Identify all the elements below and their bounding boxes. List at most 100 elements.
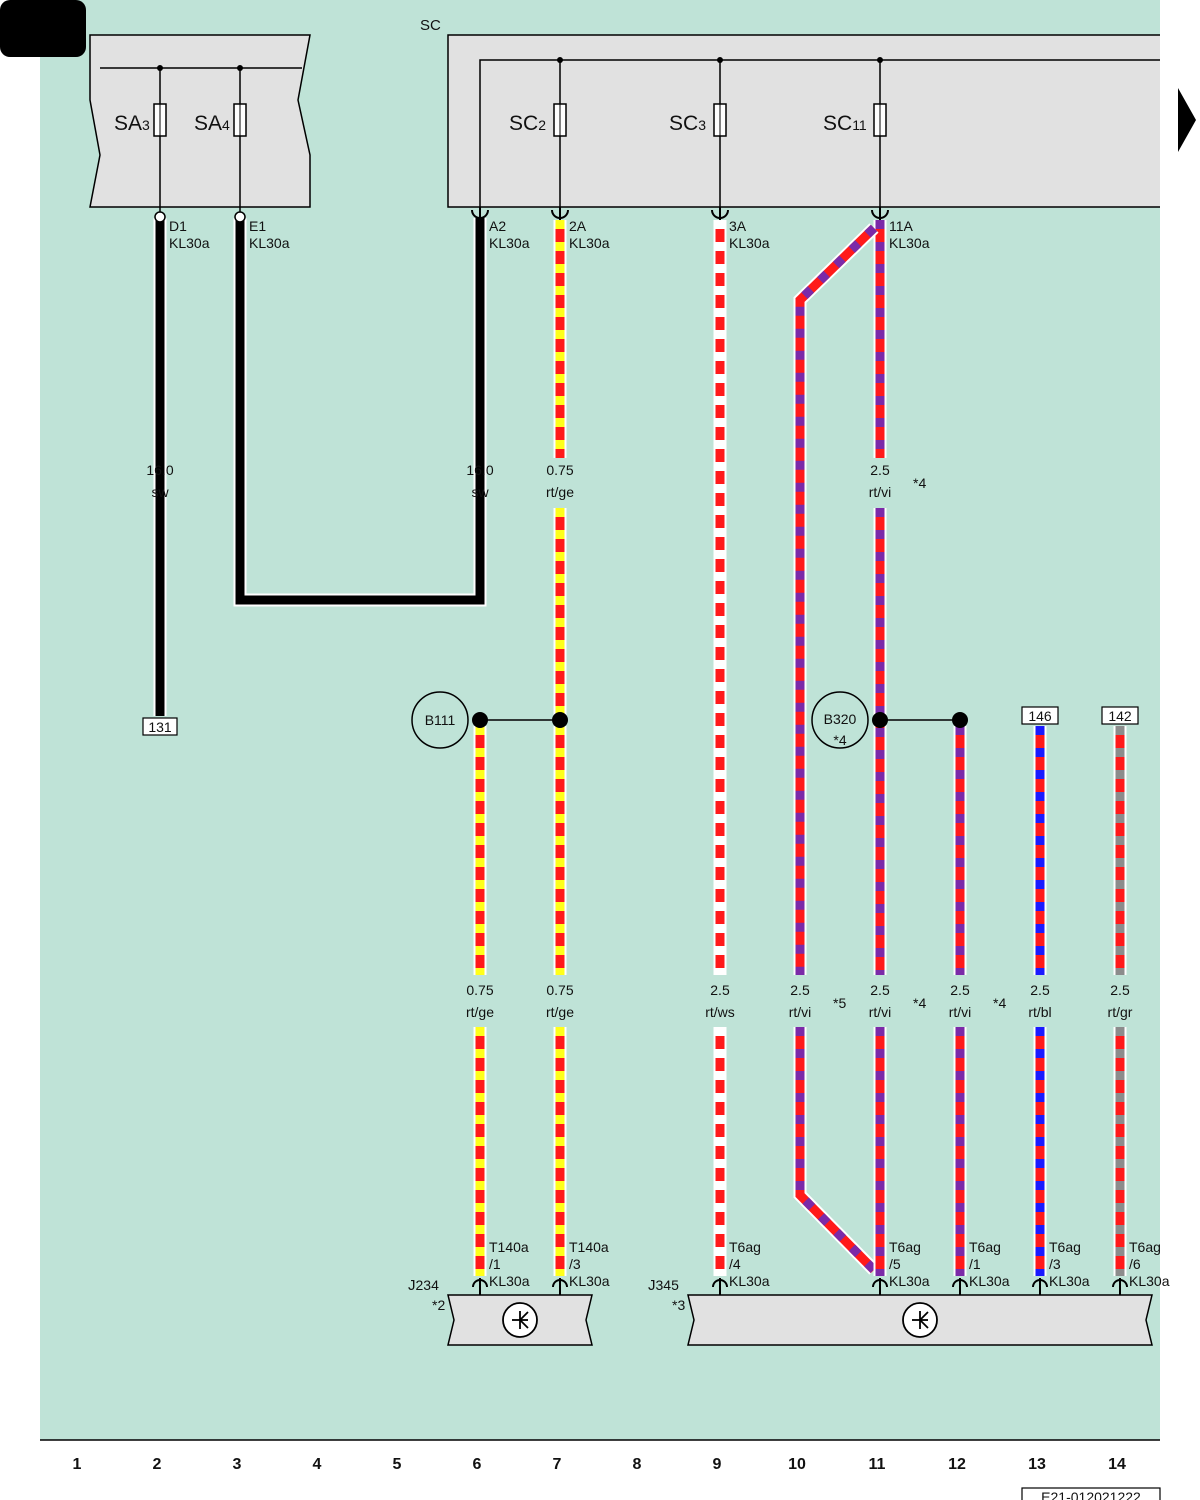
wire-color-label: sw [471, 484, 489, 500]
wire-size-label: 0.75 [546, 982, 573, 998]
lower-wire-labels: 0.75 rt/ge 0.75 rt/ge 2.5 rt/ws 2.5 rt/v… [466, 982, 1133, 1020]
top-pin-term: KL30a [729, 235, 770, 251]
wire-color-label: rt/ge [546, 1004, 574, 1020]
wire-size-label: 2.5 [1110, 982, 1130, 998]
reference-box [142, 717, 178, 736]
splice-circle-b320 [811, 691, 869, 749]
wire-size-label: 16.0 [146, 462, 173, 478]
wire-size-label: 2.5 [870, 462, 890, 478]
wire-color-label: rt/vi [869, 1004, 892, 1020]
column-number: 14 [1108, 1456, 1126, 1473]
wire-color-label: rt/gr [1108, 1004, 1133, 1020]
bottom-pin-term: KL30a [889, 1273, 930, 1289]
top-pin-term: KL30a [569, 235, 610, 251]
bottom-pin-connector: T6ag [729, 1239, 761, 1255]
bottom-pin-number: /3 [1049, 1256, 1061, 1272]
top-pin-label: D1 [169, 218, 187, 234]
fuse-symbol-centerlines [159, 104, 881, 136]
splice-node [872, 712, 888, 728]
column-number: 5 [393, 1456, 402, 1473]
column-number: 11 [869, 1456, 886, 1473]
fuse-box-sc-busbar [479, 59, 1160, 207]
bottom-pin-term: KL30a [969, 1273, 1010, 1289]
bottom-pin-number: /6 [1129, 1256, 1141, 1272]
continue-arrow-icon [1178, 88, 1196, 152]
reference-box [1101, 706, 1139, 725]
footer-code-box [1021, 1487, 1161, 1500]
fuse-box-sa [89, 34, 311, 208]
column-number: 7 [553, 1456, 562, 1473]
fuse-label-sa4: SA4 [194, 112, 230, 135]
wire-size-label: 0.75 [466, 982, 493, 998]
bottom-pin-connector: T6ag [1129, 1239, 1161, 1255]
striped-wires [473, 220, 1127, 1276]
top-pin-plugs [471, 207, 889, 220]
bottom-pin-term: KL30a [1129, 1273, 1170, 1289]
top-pin-socket [154, 211, 166, 223]
bottom-pin-number: /3 [569, 1256, 581, 1272]
wire-note-label: *5 [833, 995, 846, 1011]
column-number: 3 [233, 1456, 242, 1473]
wire-color-label: rt/ge [546, 484, 574, 500]
column-number: 2 [153, 1456, 162, 1473]
diagram-background [40, 0, 1160, 1440]
wire-size-label: 2.5 [870, 982, 890, 998]
transistor-icon-glyph [912, 1311, 929, 1329]
wire-size-label: 2.5 [790, 982, 810, 998]
column-number: 4 [313, 1456, 322, 1473]
bottom-pin-term: KL30a [569, 1273, 610, 1289]
column-number: 10 [788, 1456, 806, 1473]
fuse-label-sc11: SC11 [823, 112, 867, 135]
wire-size-label: 2.5 [950, 982, 970, 998]
wire-color-label: rt/vi [869, 484, 892, 500]
column-number: 13 [1028, 1456, 1046, 1473]
reference-box [1021, 706, 1059, 725]
bottom-pin-number: /1 [969, 1256, 981, 1272]
wire-color-label: rt/vi [789, 1004, 812, 1020]
column-number: 1 [73, 1456, 82, 1473]
top-pin-term: KL30a [169, 235, 210, 251]
wire-color-label: sw [151, 484, 169, 500]
splice-node [552, 712, 568, 728]
control-unit-note-j234: *2 [432, 1297, 445, 1313]
bottom-pin-connector: T140a [569, 1239, 609, 1255]
footer-code: E21-012021222 [1041, 1489, 1141, 1500]
wire-note-label: *4 [913, 475, 926, 491]
wire-note-label: *4 [993, 995, 1006, 1011]
wire-color-label: rt/bl [1028, 1004, 1051, 1020]
top-pin-label: A2 [489, 218, 506, 234]
transistor-icon-glyph [512, 1311, 529, 1329]
bottom-pin-term: KL30a [729, 1273, 770, 1289]
upper-wire-labels: 16.0 sw 16.0 sw 0.75 rt/ge 2.5 rt/vi *4 [146, 462, 926, 500]
bottom-pin-plugs [472, 1278, 1128, 1295]
bottom-pin-number: /1 [489, 1256, 501, 1272]
bottom-pin-labels: T140a /1 KL30a T140a /3 KL30a T6ag /4 KL… [489, 1239, 1170, 1289]
top-pin-label: 11A [889, 218, 914, 234]
wire-color-label: rt/ge [466, 1004, 494, 1020]
top-pin-socket [234, 211, 246, 223]
splice-note-b320: *4 [833, 732, 846, 748]
splice-label-b320: B320 [824, 711, 857, 727]
fuse-label-sc3: SC3 [669, 112, 706, 135]
control-unit-label-j234: J234 [408, 1277, 439, 1294]
fuse-box-sc-label: SC [420, 17, 441, 34]
bottom-pin-connector: T6ag [969, 1239, 1001, 1255]
wire-size-label: 16.0 [466, 462, 493, 478]
wire-color-label: rt/ws [705, 1004, 735, 1020]
bottom-pin-connector: T6ag [1049, 1239, 1081, 1255]
splice-node [952, 712, 968, 728]
column-number: 6 [473, 1456, 482, 1473]
reference-label: 146 [1028, 708, 1052, 724]
bottom-pin-number: /4 [729, 1256, 741, 1272]
top-pin-label: 3A [729, 218, 747, 234]
splice-circle-b111 [411, 691, 469, 749]
control-unit-label-j345: J345 [648, 1277, 679, 1294]
wire-size-label: 2.5 [710, 982, 730, 998]
wire-note-label: *4 [913, 995, 926, 1011]
fuse-box-sc [447, 34, 1160, 208]
column-number: 9 [713, 1456, 722, 1473]
wire-color-label: rt/vi [949, 1004, 972, 1020]
wire-sw-col3-col6-core [235, 218, 485, 605]
